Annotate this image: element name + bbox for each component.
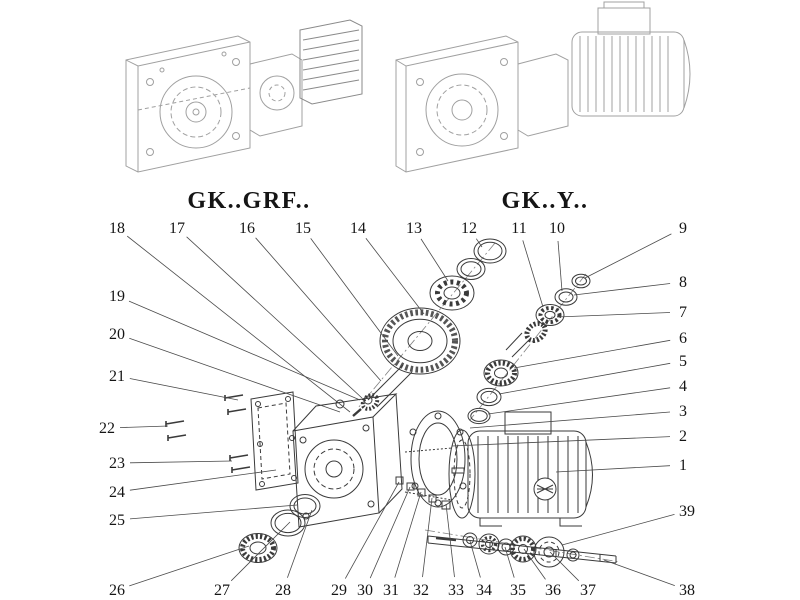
leader-line-34	[469, 540, 481, 578]
leader-line-29	[344, 481, 400, 579]
variant-title-y: GK..Y..	[502, 188, 589, 214]
part-number-5: 5	[679, 353, 687, 370]
part-number-9: 9	[679, 220, 687, 237]
output-cover-parts	[238, 494, 321, 563]
part-number-27: 27	[214, 582, 230, 599]
leader-line-26	[129, 545, 250, 587]
leader-line-37	[549, 551, 580, 582]
part-number-15: 15	[295, 220, 311, 237]
leader-line-35	[504, 546, 515, 578]
bevel-ring-gear	[379, 307, 461, 375]
part-number-6: 6	[679, 330, 687, 347]
leader-line-28	[287, 509, 313, 578]
leader-line-18	[126, 235, 351, 413]
part-number-35: 35	[510, 582, 526, 599]
leader-line-25	[129, 504, 298, 520]
mounting-flange-plate	[250, 391, 299, 491]
leader-line-14	[365, 238, 425, 315]
leader-line-11	[522, 240, 544, 308]
leader-line-12	[475, 238, 483, 248]
variant-title-grf: GK..GRF..	[187, 188, 310, 214]
part-number-7: 7	[679, 304, 687, 321]
leader-line-21	[129, 378, 239, 401]
part-number-37: 37	[580, 582, 596, 599]
pinion-shaft	[352, 364, 413, 417]
part-number-24: 24	[109, 484, 125, 501]
flange-bolts	[165, 394, 251, 473]
part-number-33: 33	[448, 582, 464, 599]
part-number-17: 17	[169, 220, 185, 237]
leader-line-23	[129, 460, 233, 464]
leader-line-13	[420, 238, 449, 282]
part-number-21: 21	[109, 368, 125, 385]
part-number-1: 1	[679, 457, 687, 474]
leader-line-38	[603, 559, 675, 586]
leader-line-33	[445, 503, 455, 578]
leader-line-10	[557, 240, 563, 292]
leader-line-2	[451, 436, 671, 447]
leader-line-17	[186, 236, 363, 399]
part-number-4: 4	[679, 378, 687, 395]
upper-bearing-stack	[429, 238, 507, 311]
leader-line-16	[255, 237, 382, 382]
leader-line-30	[369, 486, 411, 579]
leader-line-6	[513, 339, 671, 369]
part-number-8: 8	[679, 274, 687, 291]
electric-motor	[448, 411, 593, 527]
part-number-10: 10	[549, 220, 565, 237]
gear-housing	[292, 393, 467, 528]
leader-line-19	[128, 300, 361, 401]
leader-line-3	[469, 411, 671, 429]
exploded-view	[165, 238, 621, 568]
part-number-38: 38	[679, 582, 695, 599]
part-number-2: 2	[679, 428, 687, 445]
part-number-22: 22	[99, 420, 115, 437]
leader-line-20	[129, 337, 341, 413]
leader-line-8	[573, 283, 671, 296]
illustration-gk-grf	[125, 19, 363, 173]
part-number-18: 18	[109, 220, 125, 237]
part-number-20: 20	[109, 326, 125, 343]
part-number-3: 3	[679, 403, 687, 420]
leader-line-24	[129, 469, 277, 491]
leader-line-1	[555, 465, 671, 473]
leader-line-4	[487, 387, 671, 415]
leader-line-27	[230, 521, 291, 582]
part-number-25: 25	[109, 512, 125, 529]
part-number-29: 29	[331, 582, 347, 599]
part-number-28: 28	[275, 582, 291, 599]
leader-line-7	[556, 312, 671, 318]
part-number-32: 32	[413, 582, 429, 599]
output-shaft-assembly	[427, 532, 617, 568]
part-number-31: 31	[383, 582, 399, 599]
motor-illustration	[571, 1, 691, 117]
leader-line-36	[523, 548, 546, 580]
leader-line-15	[310, 238, 399, 357]
part-number-13: 13	[406, 220, 422, 237]
part-number-34: 34	[476, 582, 492, 599]
leader-line-9	[584, 233, 672, 279]
leader-line-5	[498, 362, 671, 395]
leader-line-22	[119, 425, 169, 428]
leader-lines	[119, 233, 675, 587]
leader-line-32	[422, 497, 433, 578]
part-number-19: 19	[109, 288, 125, 305]
leader-line-39	[561, 514, 675, 546]
part-number-16: 16	[239, 220, 255, 237]
leader-line-31	[394, 491, 422, 578]
finned-cover	[299, 19, 363, 105]
part-number-23: 23	[109, 455, 125, 472]
illustration-gk-y	[395, 1, 691, 173]
part-number-39: 39	[679, 503, 695, 520]
part-number-26: 26	[109, 582, 125, 599]
part-number-30: 30	[357, 582, 373, 599]
part-number-11: 11	[511, 220, 526, 237]
input-pinion-parts	[467, 273, 591, 425]
part-number-36: 36	[545, 582, 561, 599]
part-number-14: 14	[350, 220, 366, 237]
small-fasteners	[395, 467, 465, 510]
part-number-12: 12	[461, 220, 477, 237]
